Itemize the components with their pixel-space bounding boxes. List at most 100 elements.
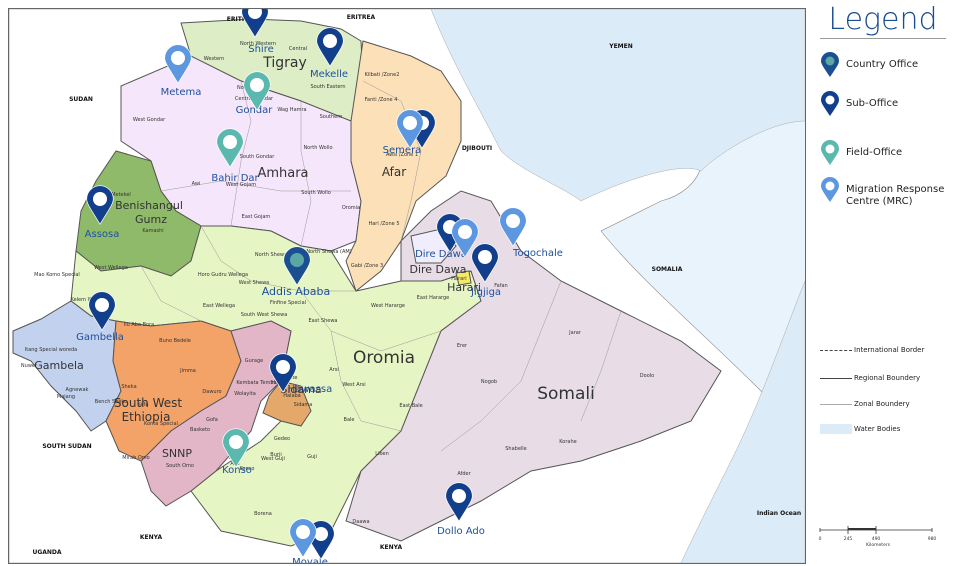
legend-line-international: International Border [820,346,924,354]
region-label: Afar [382,165,406,179]
field-pin-icon[interactable] [243,71,271,111]
sub-pin-icon[interactable] [316,27,344,67]
zone-label: Jimma [179,368,196,374]
zone-label: Arsi [329,367,338,373]
zone-label: Sidama [294,402,313,408]
pin-dot [314,527,328,541]
country-pin-icon[interactable] [283,246,311,286]
zone-label: Mirab Omo [122,455,149,461]
legend: Legend Country Office Sub-Office Field-O… [812,0,954,566]
legend-line-zonal: Zonal Boundery [820,400,910,408]
legend-label: Field-Office [846,147,903,158]
zone-label: Awsi /Zone 1 [386,152,418,158]
zone-label: Gedeo [274,436,290,442]
field-pin-icon[interactable] [222,428,250,468]
zone-label: East Wellega [203,303,235,309]
zone-label: Wolayita [234,391,256,397]
country-label: SOMALIA [652,266,683,273]
region-label: Dire Dawa [409,263,466,276]
region-sidama [262,380,312,427]
zone-label: West Gojam [226,182,256,188]
zone-label: Basketo [190,427,210,433]
zone-label: Guji [307,454,317,460]
mrc-pin-icon[interactable] [396,109,424,149]
mrc-pin-icon[interactable] [451,218,479,258]
zone-label: Shabelle [505,446,527,452]
sub-pin-icon[interactable] [445,482,473,522]
region-afar [345,40,462,292]
zone-label: Awi [192,181,201,187]
zone-label: North Shewa [255,252,287,258]
zone-label: North Western [240,41,276,47]
zone-label: Mao Komo Special [34,272,80,278]
sub-pin-icon[interactable] [269,353,297,393]
zone-label: Nuwer [21,363,38,369]
zone-label: East Shewa [309,318,338,324]
mrc-pin-icon[interactable] [289,518,317,558]
pin-body [241,9,269,38]
office-label-sub: Jigjiga [470,287,501,298]
pin-dot [506,214,520,228]
zone-label: Agnewak [66,387,89,393]
thin-line-icon [820,403,852,405]
zone-label: Erer [457,343,468,349]
zone-label: Itang Special woreda [25,347,77,353]
zone-label: Bench Sheko [95,399,127,405]
field-pin-icon[interactable] [216,128,244,168]
zone-label: Halaba [283,393,301,399]
country-label: ERITREA [227,16,256,23]
region-label: Somali [537,384,595,404]
zone-label: North Shewa (AM) [306,249,351,255]
sub-pin-icon[interactable] [86,185,114,225]
zone-label: Central [289,46,307,52]
zone-label: Sheka [121,384,136,390]
scale-tick: 0 [819,536,822,542]
pin-dot [276,360,290,374]
office-label-mrc: Metema [161,87,202,98]
country-label: KENYA [380,544,403,551]
sub-pin-icon[interactable] [88,291,116,331]
office-label-mrc: Moyale [292,557,328,563]
pin-dot [250,78,264,92]
zone-label: Fanti /Zone 4 [365,97,398,103]
sub-pin-icon[interactable] [241,9,269,38]
zone-label: Metekel [111,192,131,198]
pin-dot [223,135,237,149]
legend-label: Migration Response Centre (MRC) [846,184,945,207]
office-label-sub: Gambella [76,332,124,343]
legend-line-label: Regional Boundery [854,374,921,382]
zone-label: Borena [254,511,272,517]
scale-tick: 245 [844,536,853,542]
zone-label: Horo Gudru Wellega [198,272,248,278]
region-label: Sidama [280,383,321,396]
zone-label: Hari /Zone 5 [368,221,399,227]
zone-label: Gofa [206,417,218,423]
zone-label: South Eastern [310,84,345,90]
pin-dot [478,250,492,264]
mrc-pin-icon[interactable] [499,207,527,247]
legend-line-label: Zonal Boundery [854,400,910,408]
zone-label: West Hararge [371,303,405,309]
zone-label: Dawuro [202,389,221,395]
zone-label: South West Shewa [241,312,288,318]
office-label-mrc: Semera [383,145,422,156]
office-label-field: Konso [222,465,252,476]
sub-pin-icon[interactable] [471,243,499,283]
zone-label: East Hararge [417,295,450,301]
office-label-country: Addis Ababa [262,285,331,298]
zone-label: Fafan [494,283,507,289]
legend-item-country-office: Country Office [820,52,918,78]
zone-label: Konso [240,466,255,472]
water-fill-icon [820,424,852,434]
office-label-field: Gondar [236,105,274,116]
zone-label: Oromia [342,205,360,211]
zone-label: Nogob [481,379,497,385]
zone-label: Gurage [245,358,263,364]
mrc-pin-icon[interactable] [164,44,192,84]
legend-label: Country Office [846,59,919,70]
zone-label: Liben [375,451,389,457]
